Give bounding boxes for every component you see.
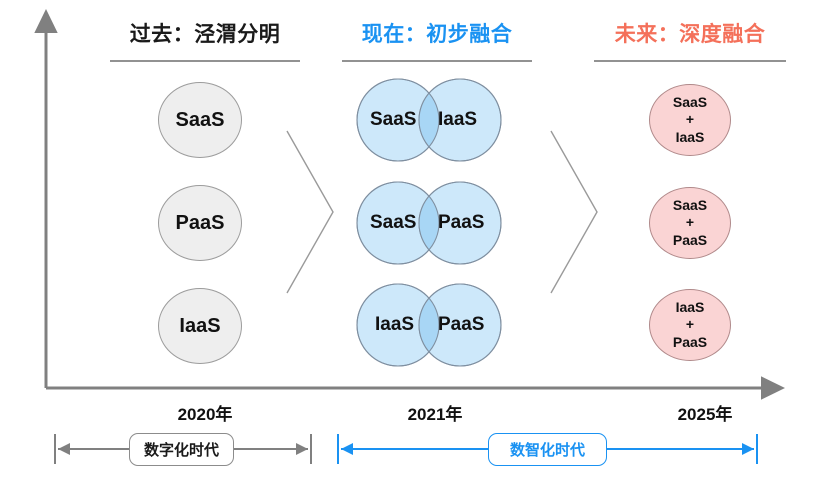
future-node-line1: SaaS	[672, 94, 708, 111]
venn-label-row1-right: IaaS	[438, 109, 478, 130]
future-node-plus: +	[685, 316, 695, 333]
era-pill-digital-label: 数字化时代	[143, 442, 219, 459]
past-node-paas-label: PaaS	[175, 211, 225, 234]
future-node-line1: IaaS	[675, 299, 705, 316]
transition-chevron-2	[550, 130, 598, 294]
header-future: 未来：深度融合	[614, 23, 766, 46]
venn-label-row2-right: PaaS	[438, 212, 485, 233]
year-2021: 2021年	[407, 405, 463, 424]
past-node-paas[interactable]: PaaS	[158, 185, 242, 261]
venn-label-row1-left: SaaS	[370, 109, 417, 130]
header-present: 现在：初步融合	[361, 23, 513, 46]
future-node-plus: +	[685, 111, 695, 128]
venn-label-row3-left: IaaS	[375, 314, 415, 335]
past-node-iaas-label: IaaS	[179, 314, 221, 337]
era-pill-intelligent[interactable]: 数智化时代	[488, 433, 607, 466]
future-node-plus: +	[685, 214, 695, 231]
venn-label-row3-right: PaaS	[438, 314, 485, 335]
year-2025: 2025年	[677, 405, 733, 424]
future-node-saas-paas[interactable]: SaaS + PaaS	[649, 187, 731, 259]
future-node-line3: PaaS	[672, 333, 708, 350]
header-past: 过去：泾渭分明	[129, 23, 281, 46]
future-node-iaas-paas[interactable]: IaaS + PaaS	[649, 289, 731, 361]
transition-chevron-1	[286, 130, 334, 294]
year-2020: 2020年	[177, 405, 233, 424]
past-node-saas-label: SaaS	[175, 108, 225, 131]
era-pill-digital[interactable]: 数字化时代	[129, 433, 234, 466]
future-node-line3: IaaS	[675, 128, 705, 145]
future-node-line3: PaaS	[672, 231, 708, 248]
venn-label-row2-left: SaaS	[370, 212, 417, 233]
past-node-saas[interactable]: SaaS	[158, 82, 242, 158]
past-node-iaas[interactable]: IaaS	[158, 288, 242, 364]
era-pill-intelligent-label: 数智化时代	[509, 442, 585, 459]
future-node-line1: SaaS	[672, 197, 708, 214]
future-node-saas-iaas[interactable]: SaaS + IaaS	[649, 84, 731, 156]
